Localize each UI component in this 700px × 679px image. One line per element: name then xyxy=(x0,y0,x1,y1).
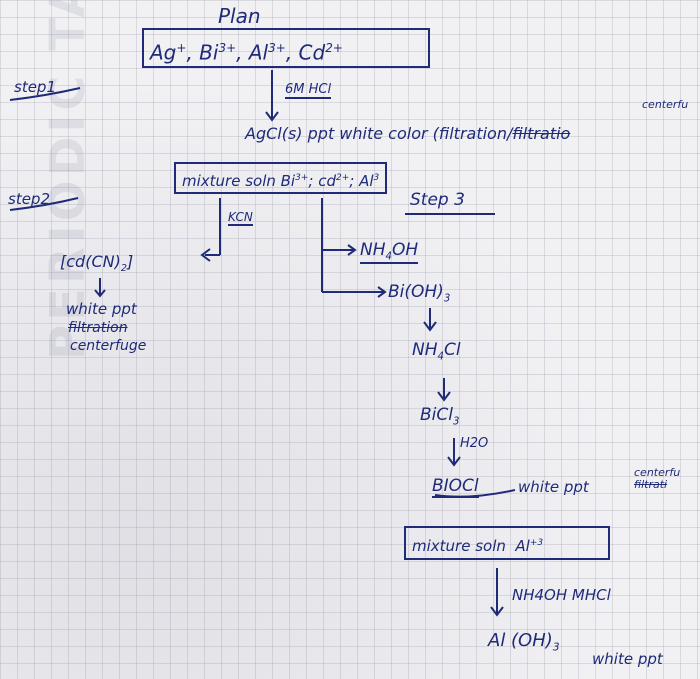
cd-struck-note: filtration xyxy=(68,320,128,336)
plan-title: Plan xyxy=(218,4,261,28)
biocl-centrifuge-note: centerfu xyxy=(634,466,681,479)
nh4oh-reagent: NH4OH xyxy=(360,240,419,265)
final-reagents: NH4OH MHCl xyxy=(512,586,611,604)
aloh3-product: Al (OH)3 xyxy=(488,630,560,654)
final-mixture-box: mixture soln Al+3 xyxy=(404,526,610,560)
water: H2O xyxy=(460,436,489,451)
cd-complex: [cd(CN)2] xyxy=(60,252,134,275)
biocl-struck-note: filtrati xyxy=(634,478,668,491)
nh4cl: NH4Cl xyxy=(412,340,461,363)
step2-label: step2 xyxy=(8,190,50,208)
biocl-white-ppt: white ppt xyxy=(518,478,589,496)
step1-reagent: 6M HCl xyxy=(285,82,332,99)
step1-label: step1 xyxy=(14,78,56,96)
cd-centrifuge: centerfuge xyxy=(70,338,147,354)
step2-mixture-box: mixture soln Bi3+; cd2+; Al3 xyxy=(174,162,388,194)
bicl3: BiCl3 xyxy=(420,405,460,428)
ion-list-box: Ag+, Bi3+, Al3+, Cd2+ xyxy=(142,28,430,68)
aloh3-white-ppt: white ppt xyxy=(592,650,663,668)
kcn-reagent: KCN xyxy=(228,210,253,226)
step1-product: AgCl(s) ppt white color (filtration/filt… xyxy=(245,124,571,143)
step3-label: Step 3 xyxy=(410,190,465,210)
bioh3-product: Bi(OH)3 xyxy=(388,282,451,305)
step1-note: centerfu xyxy=(642,98,689,111)
biocl: BIOCl xyxy=(432,476,479,498)
cd-white-ppt: white ppt xyxy=(66,300,137,318)
